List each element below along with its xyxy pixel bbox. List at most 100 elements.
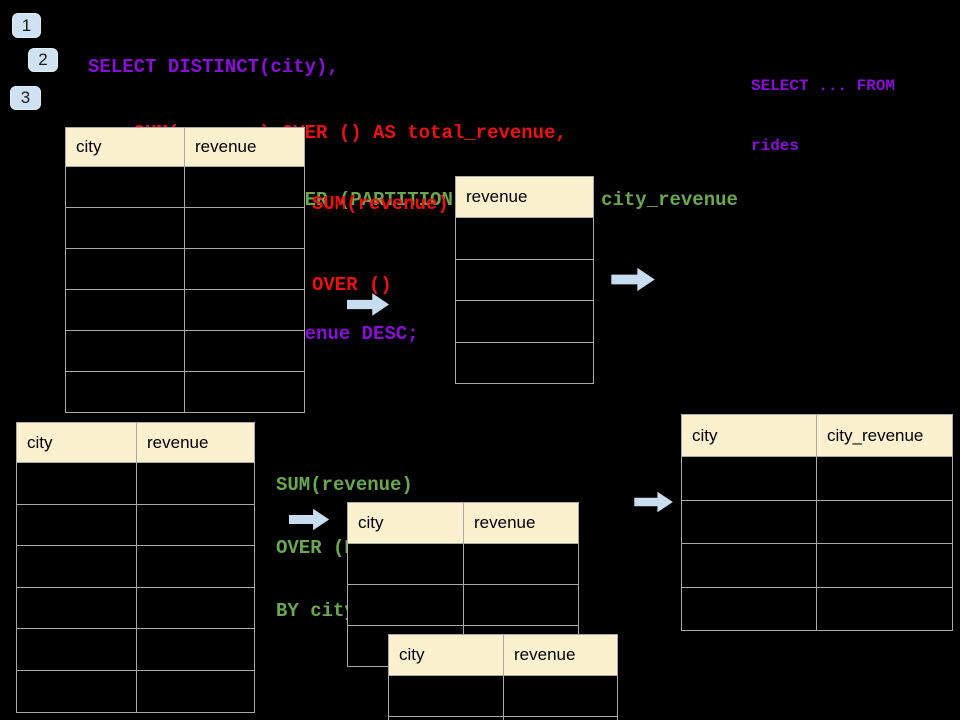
empty-cell: [816, 586, 953, 631]
step-badge-2: 2: [28, 48, 58, 72]
table-header-row: city revenue: [16, 422, 255, 463]
empty-cell: [16, 462, 137, 505]
arrow-right-icon: [634, 491, 673, 513]
empty-cell: [816, 543, 953, 588]
empty-cell: [681, 543, 817, 588]
header-cell-city: city: [388, 634, 504, 676]
table-row: [65, 371, 305, 413]
empty-cell: [16, 669, 137, 713]
empty-cell: [455, 300, 594, 343]
empty-cell: [16, 503, 137, 547]
empty-cell: [16, 628, 137, 671]
table-row: [455, 300, 594, 343]
table-row: [388, 675, 618, 717]
sql-snippet-line-1: SELECT ... FROM: [751, 77, 896, 95]
table-row: [16, 586, 255, 630]
annotation-line: SUM(revenue): [276, 474, 413, 496]
table-row: [65, 248, 305, 290]
empty-cell: [16, 586, 137, 630]
empty-cell: [463, 543, 579, 585]
table-source-rides-top: city revenue: [65, 127, 305, 413]
header-cell-city: city: [681, 414, 817, 457]
table-row: [65, 330, 305, 372]
table-row: [347, 584, 579, 626]
empty-cell: [184, 166, 305, 208]
table-row: [681, 586, 953, 631]
empty-cell: [136, 503, 255, 547]
annotation-line: SUM(revenue): [312, 193, 449, 215]
empty-cell: [184, 330, 305, 372]
sql-snippet-line-2: rides: [751, 137, 800, 155]
table-row: [16, 462, 255, 505]
table-row: [388, 716, 618, 720]
table-source-rides-bottom: city revenue: [16, 422, 255, 713]
empty-cell: [136, 462, 255, 505]
header-cell-revenue: revenue: [136, 422, 255, 463]
table-row: [65, 207, 305, 249]
table-header-row: city revenue: [388, 634, 618, 676]
table-header-row: city revenue: [65, 127, 305, 167]
empty-cell: [681, 499, 817, 544]
sql-code-line-1: SELECT DISTINCT(city),: [88, 55, 339, 78]
empty-cell: [65, 371, 185, 413]
table-header-row: city revenue: [347, 502, 579, 544]
empty-cell: [65, 207, 185, 249]
table-row: [455, 258, 594, 301]
table-row: [65, 166, 305, 208]
empty-cell: [184, 289, 305, 331]
arrow-right-icon: [611, 267, 655, 292]
table-row: [65, 289, 305, 331]
empty-cell: [816, 456, 953, 501]
table-header-row: city city_revenue: [681, 414, 953, 457]
table-total-revenue-result: revenue: [455, 176, 594, 384]
arrow-right-icon: [347, 293, 390, 316]
table-row: [16, 545, 255, 588]
header-cell-revenue: revenue: [503, 634, 618, 676]
empty-cell: [136, 628, 255, 671]
header-cell-revenue: revenue: [463, 502, 579, 544]
empty-cell: [184, 248, 305, 290]
empty-cell: [503, 675, 618, 717]
empty-cell: [136, 586, 255, 630]
empty-cell: [455, 258, 594, 301]
empty-cell: [503, 716, 618, 720]
empty-cell: [347, 584, 464, 626]
empty-cell: [388, 716, 504, 720]
table-row: [16, 669, 255, 713]
empty-cell: [65, 166, 185, 208]
header-cell-revenue: revenue: [184, 127, 305, 167]
table-row: [347, 543, 579, 585]
empty-cell: [463, 584, 579, 626]
table-partition-overlay: city revenue: [388, 634, 618, 720]
empty-cell: [16, 545, 137, 588]
empty-cell: [65, 248, 185, 290]
empty-cell: [136, 545, 255, 588]
empty-cell: [388, 675, 504, 717]
empty-cell: [136, 669, 255, 713]
empty-cell: [65, 330, 185, 372]
empty-cell: [681, 456, 817, 501]
table-city-revenue-result: city city_revenue: [681, 414, 953, 631]
table-row: [455, 341, 594, 384]
empty-cell: [455, 217, 594, 260]
table-header-row: revenue: [455, 176, 594, 218]
header-cell-revenue: revenue: [455, 176, 594, 218]
step-badge-1: 1: [12, 13, 41, 38]
empty-cell: [816, 499, 953, 544]
empty-cell: [455, 341, 594, 384]
annotation-total-revenue: SUM(revenue) OVER (): [312, 137, 449, 353]
table-row: [681, 499, 953, 544]
header-cell-city: city: [16, 422, 137, 463]
table-row: [455, 217, 594, 260]
header-cell-city: city: [347, 502, 464, 544]
arrow-right-icon: [288, 508, 330, 531]
empty-cell: [65, 289, 185, 331]
sql-snippet-note: SELECT ... FROM rides: [751, 36, 895, 196]
table-row: [681, 543, 953, 588]
empty-cell: [184, 371, 305, 413]
empty-cell: [347, 543, 464, 585]
header-cell-city-revenue: city_revenue: [816, 414, 953, 457]
empty-cell: [681, 586, 817, 631]
empty-cell: [184, 207, 305, 249]
